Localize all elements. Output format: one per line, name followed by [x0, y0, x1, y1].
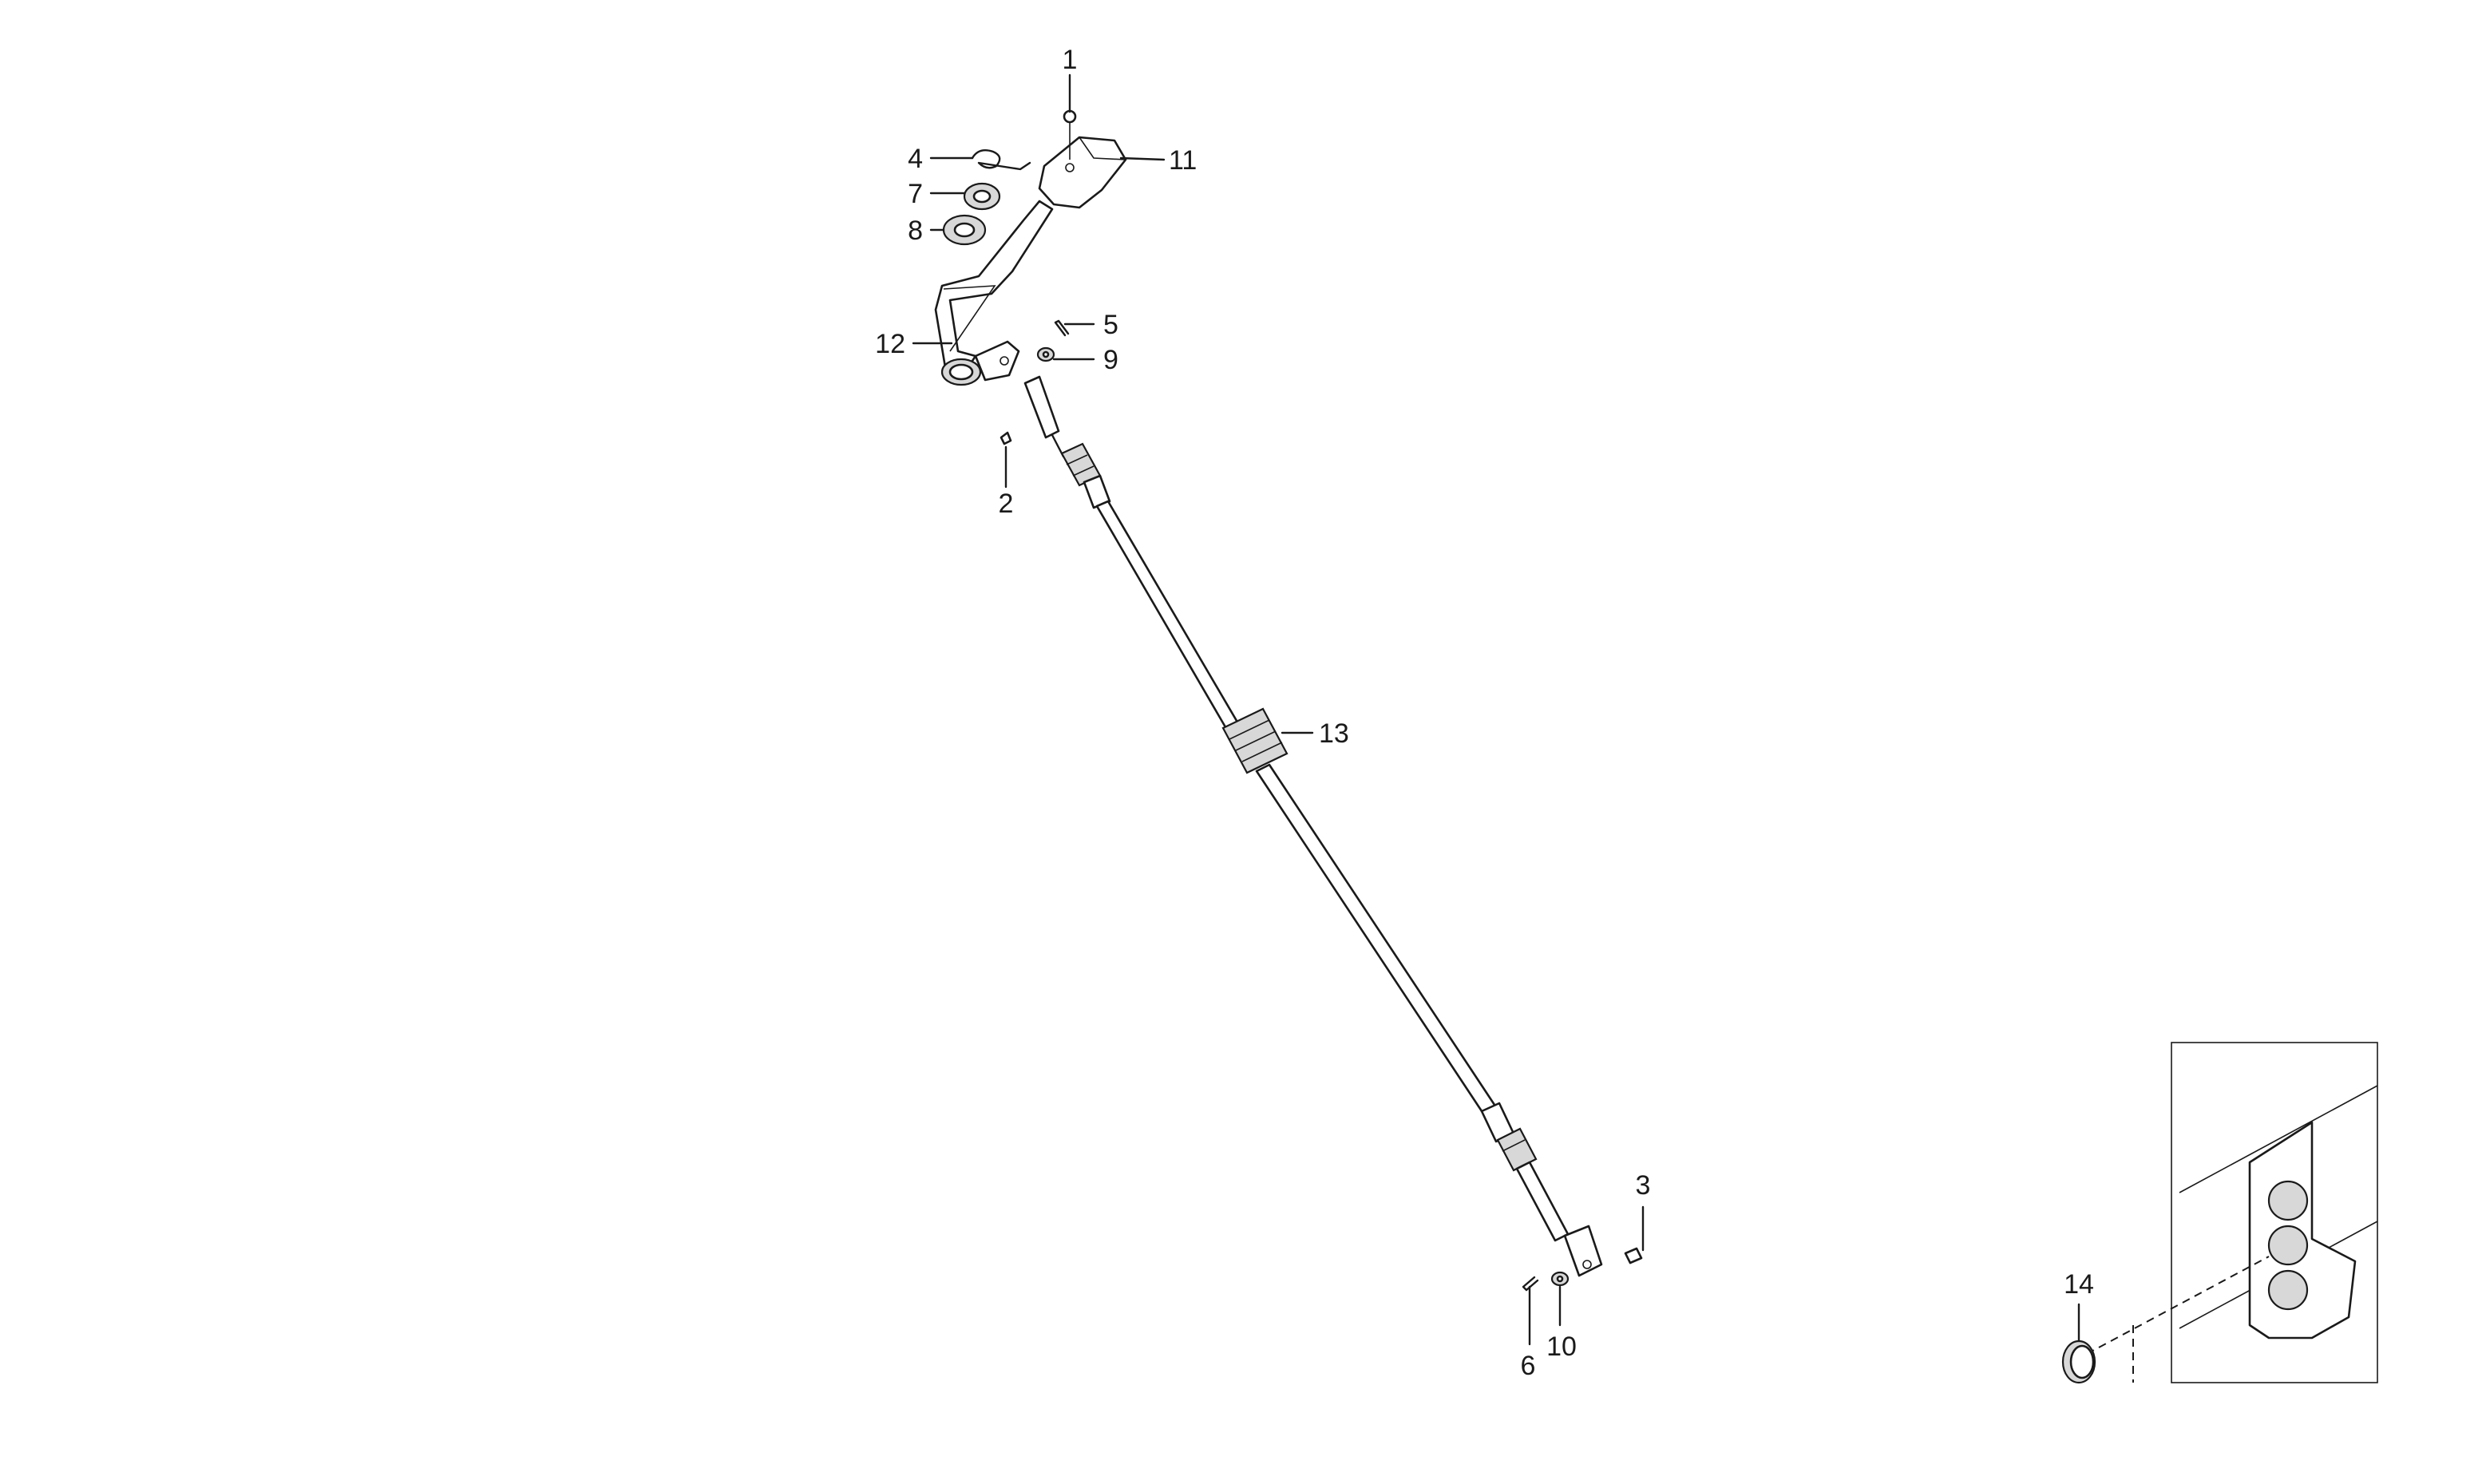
- clevis-pin-2: [1000, 431, 1012, 445]
- shift-knob: [1038, 136, 1127, 209]
- callout-14: 14: [2064, 1269, 2094, 1300]
- washer-7: [963, 182, 1001, 211]
- washer-8: [942, 214, 987, 246]
- cable-lower-nut: [1496, 1127, 1538, 1172]
- callout-3: 3: [1636, 1170, 1651, 1201]
- detail-inset: [2086, 1042, 2378, 1383]
- cable-grommet: [1221, 707, 1289, 774]
- callout-6: 6: [1521, 1351, 1536, 1381]
- callout-1: 1: [1063, 45, 1078, 75]
- leader-lines: [912, 73, 2080, 1346]
- washer-9: [1036, 346, 1055, 362]
- callout-5: 5: [1103, 310, 1118, 340]
- shift-cable: [1023, 375, 1570, 1242]
- callout-7: 7: [908, 179, 923, 209]
- cotter-pin-6: [1522, 1276, 1539, 1292]
- washer-10: [1550, 1271, 1570, 1287]
- callout-13: 13: [1319, 718, 1349, 749]
- callout-2: 2: [999, 489, 1014, 519]
- callout-labels: 1 2 3 4 5 6 7 8 9 10 11 12 13 14: [875, 45, 2094, 1381]
- callout-8: 8: [908, 216, 923, 246]
- hairpin-clip-4: [971, 149, 1031, 171]
- cotter-pin-5: [1054, 319, 1070, 337]
- clevis-pin-3: [1624, 1247, 1643, 1264]
- shift-lever: [934, 200, 1054, 386]
- callout-4: 4: [908, 144, 923, 174]
- lower-clevis: [1563, 1225, 1603, 1277]
- callout-12: 12: [875, 329, 905, 359]
- callout-11: 11: [1169, 145, 1197, 176]
- callout-9: 9: [1103, 345, 1118, 375]
- callout-10: 10: [1546, 1332, 1577, 1362]
- plug-14: [2061, 1340, 2096, 1384]
